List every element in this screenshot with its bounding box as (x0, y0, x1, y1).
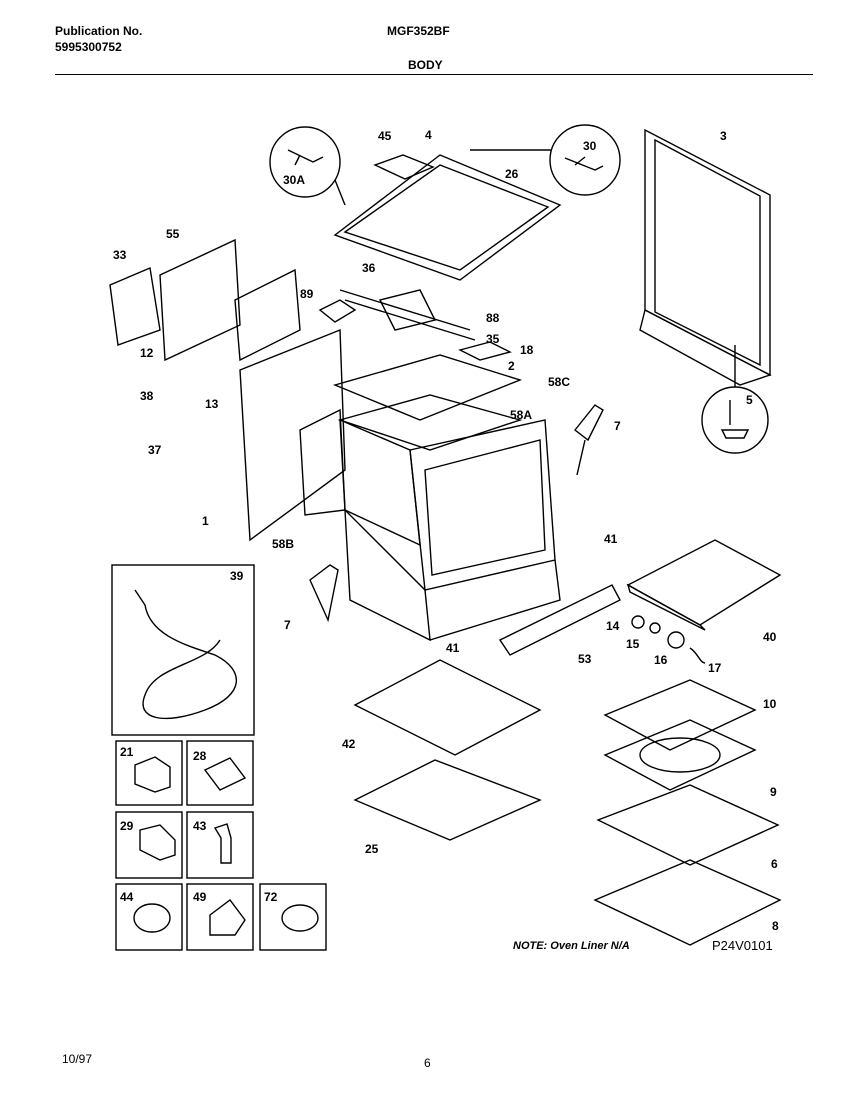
part-label: 25 (365, 842, 379, 856)
bracket-45-drawing (373, 154, 435, 180)
publication-number: 5995300752 (55, 40, 122, 54)
knob-44-drawing (133, 903, 171, 933)
junction-box-drawing (109, 267, 161, 346)
clip-28-drawing (203, 757, 247, 791)
part-label: 17 (708, 661, 722, 675)
part-label: 41 (446, 641, 460, 655)
part-label: 2 (508, 359, 515, 373)
part-label: 7 (614, 419, 621, 433)
inset-box-29 (115, 811, 183, 879)
power-cord-drawing (134, 589, 238, 720)
part-label: 58C (548, 375, 570, 389)
section-title: BODY (408, 58, 443, 72)
oven-rack-drawing (596, 784, 780, 866)
part-label: 9 (770, 785, 777, 799)
part-label: 41 (604, 532, 618, 546)
callout-circle-30 (549, 124, 621, 196)
part-label: 49 (193, 890, 207, 904)
part-label: 7 (284, 618, 291, 632)
oven-liner-drawing (593, 859, 782, 946)
rail-53-drawing (498, 584, 621, 656)
left-side-panel-drawing (239, 328, 346, 542)
part-label: 6 (771, 857, 778, 871)
clip-21-drawing (134, 756, 171, 793)
part-label: 58A (510, 408, 532, 422)
leveling-leg-drawing (720, 400, 750, 439)
inset-box-49 (186, 883, 254, 951)
broil-pan-grid-drawing (603, 679, 757, 751)
bracket-7-left-drawing (309, 564, 339, 623)
model-number: MGF352BF (387, 24, 450, 38)
part-label: 89 (300, 287, 314, 301)
bracket-18-drawing (458, 341, 512, 361)
part-label: 55 (166, 227, 180, 241)
part-label: 4 (425, 128, 432, 142)
part-label: 28 (193, 749, 207, 763)
clip-30a-drawing (287, 149, 324, 166)
part-labels: 45 4 30 3 30A 26 55 33 36 89 88 35 12 18… (113, 128, 779, 933)
inset-box-28 (186, 740, 254, 806)
insulation-58a-drawing (337, 394, 523, 451)
part-label: 38 (140, 389, 154, 403)
callout-circle-30a (269, 126, 341, 198)
inset-box-72 (259, 883, 327, 951)
part-label: 88 (486, 311, 500, 325)
inset-box-44 (115, 883, 183, 951)
broiler-drawer-drawing (626, 539, 782, 626)
back-panel-drawing (159, 238, 241, 362)
part-label: 37 (148, 443, 162, 457)
callout-circle-5 (701, 386, 769, 454)
bracket-29-drawing (139, 824, 176, 861)
part-label: 33 (113, 248, 127, 262)
clip-30-drawing (564, 156, 604, 171)
header-rule (55, 74, 813, 75)
insulation-58c-drawing (332, 354, 523, 421)
top-panel-drawing (333, 154, 562, 281)
part-label: 30A (283, 173, 305, 187)
oven-bottom-42-drawing (353, 659, 542, 756)
oven-liner-note: NOTE: Oven Liner N/A (513, 940, 630, 952)
manifold-drawing (339, 289, 476, 341)
power-cord-box (111, 564, 255, 736)
oven-bottom-25-drawing (353, 759, 542, 841)
part-label: 72 (264, 890, 278, 904)
part-label: 5 (746, 393, 753, 407)
footer-date: 10/97 (62, 1052, 93, 1066)
part-label: 15 (626, 637, 640, 651)
page-number: 6 (424, 1056, 431, 1070)
part-label: 29 (120, 819, 134, 833)
part-label: 14 (606, 619, 620, 633)
part-label: 40 (763, 630, 777, 644)
part-label: 30 (583, 139, 597, 153)
part-label: 21 (120, 745, 134, 759)
inset-box-43 (186, 811, 254, 879)
cap-72-drawing (281, 904, 319, 932)
part-label: 26 (505, 167, 519, 181)
part-label: 43 (193, 819, 207, 833)
bracket-7-right-drawing (574, 404, 604, 476)
part-label: 13 (205, 397, 219, 411)
part-label: 39 (230, 569, 244, 583)
bracket-49-drawing (209, 899, 246, 936)
inset-box-21 (115, 740, 183, 806)
part-label: 12 (140, 346, 154, 360)
part-label: 16 (654, 653, 668, 667)
part-label: 44 (120, 890, 134, 904)
part-label: 35 (486, 332, 500, 346)
part-label: 10 (763, 697, 777, 711)
diagram-code: P24V0101 (712, 938, 773, 953)
part-label: 45 (378, 129, 392, 143)
publication-label: Publication No. (55, 24, 143, 38)
part-label: 18 (520, 343, 534, 357)
part-label: 58B (272, 537, 294, 551)
part-label: 3 (720, 129, 727, 143)
screw-43-drawing (213, 823, 232, 864)
part-label: 36 (362, 261, 376, 275)
part-label: 53 (578, 652, 592, 666)
part-label: 8 (772, 919, 779, 933)
broil-pan-drawing (603, 719, 757, 791)
part-label: 42 (342, 737, 356, 751)
part-label: 1 (202, 514, 209, 528)
